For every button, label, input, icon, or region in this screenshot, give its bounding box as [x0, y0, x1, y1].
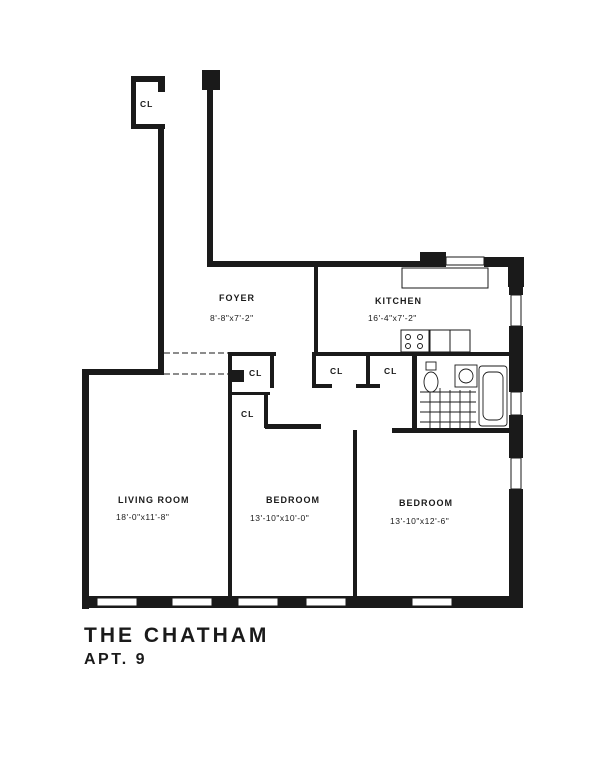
room-dims-bedroom-2: 13'-10"x12'-6": [390, 516, 450, 526]
building-title: THE CHATHAM: [84, 624, 270, 647]
room-name-kitchen: KITCHEN: [375, 296, 422, 306]
room-dims-foyer: 8'-8"x7'-2": [210, 313, 254, 323]
closet-label: CL: [384, 366, 398, 376]
room-name-foyer: FOYER: [219, 293, 256, 303]
room-name-living: LIVING ROOM: [118, 495, 190, 505]
room-dims-kitchen: 16'-4"x7'-2": [368, 313, 417, 323]
room-dims-living: 18'-0"x11'-8": [116, 512, 170, 522]
apartment-number: APT. 9: [84, 651, 148, 668]
room-name-bedroom-2: BEDROOM: [399, 498, 453, 508]
closet-label: CL: [241, 409, 255, 419]
closet-label: CL: [140, 99, 154, 109]
closet-label: CL: [330, 366, 344, 376]
room-dims-bedroom-1: 13'-10"x10'-0": [250, 513, 310, 523]
room-name-bedroom-1: BEDROOM: [266, 495, 320, 505]
closet-label: CL: [249, 368, 263, 378]
